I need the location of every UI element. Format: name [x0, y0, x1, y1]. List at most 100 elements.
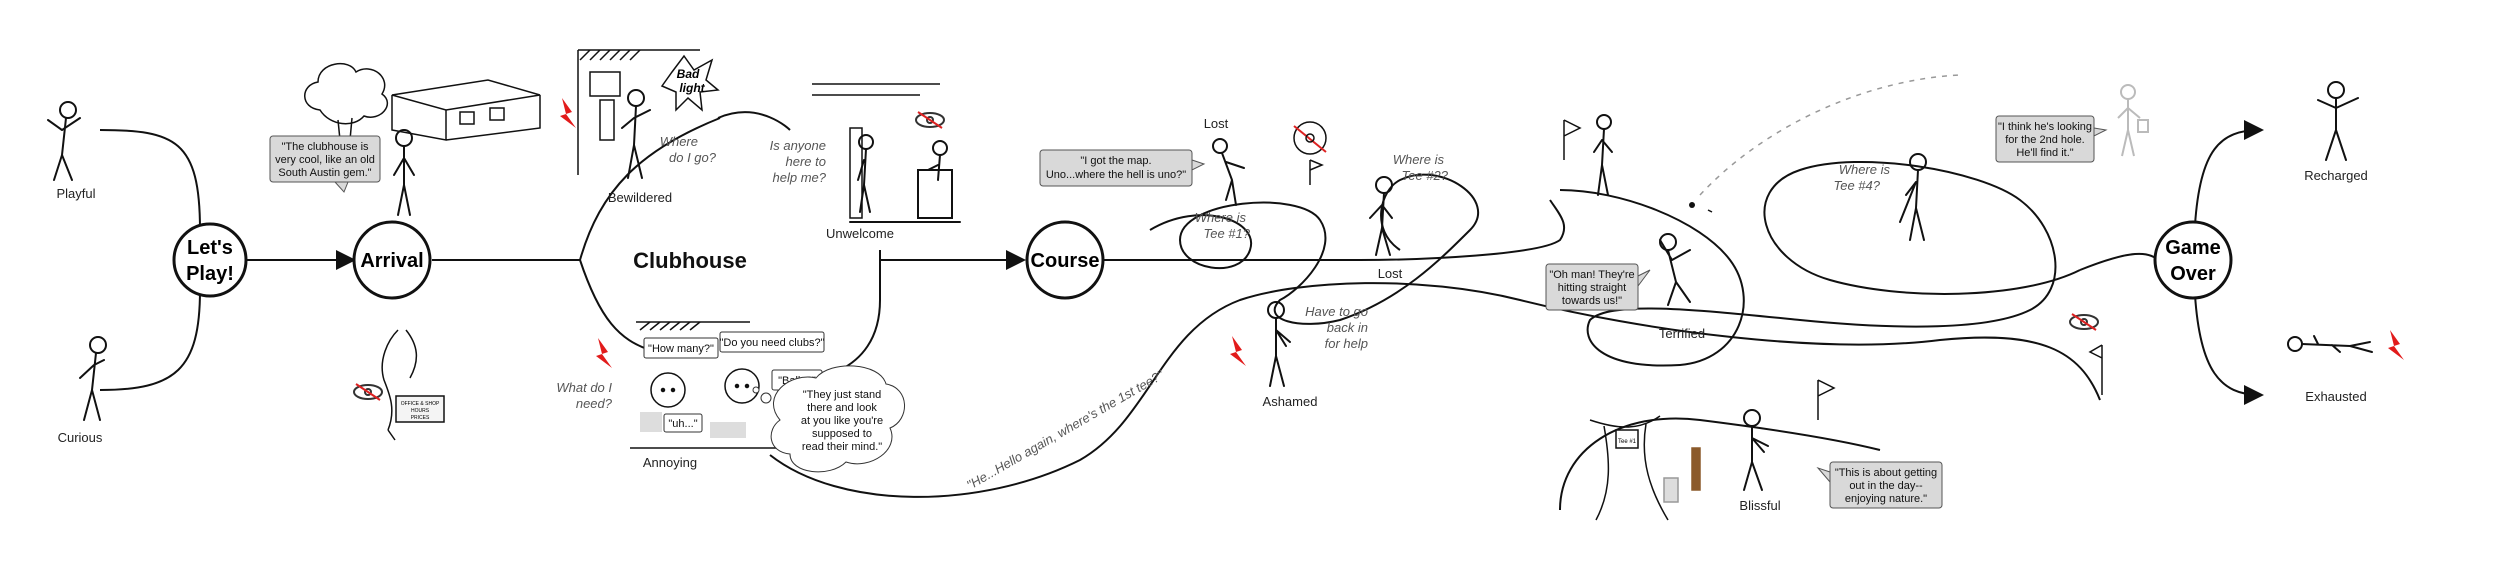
emotion-blissful: Blissful	[1739, 498, 1780, 513]
svg-text:"They just stand: "They just stand	[803, 389, 882, 401]
crossed-eye-icon-3	[2069, 313, 2099, 331]
emotion-playful: Playful	[56, 186, 95, 201]
exhausted-figure	[2287, 335, 2373, 353]
bubble-clubhouse-cool: "The clubhouse is very cool, like an old…	[269, 135, 381, 193]
course-green-1	[1293, 121, 1327, 185]
arrival-label: Arrival	[360, 250, 423, 272]
lets-play-line1: Let's	[187, 237, 233, 259]
bubble-hitting: "Oh man! They're hitting straight toward…	[1545, 263, 1651, 311]
flags	[1563, 119, 2103, 420]
crossed-eye-icons	[353, 111, 2099, 401]
svg-text:enjoying nature.": enjoying nature."	[1845, 493, 1927, 505]
emotion-recharged: Recharged	[2304, 168, 2368, 183]
emotion-lost-2: Lost	[1378, 266, 1403, 281]
lightning-icon-1	[560, 98, 576, 128]
arrival-node: Arrival	[352, 220, 432, 300]
svg-text:for the 2nd hole.: for the 2nd hole.	[2005, 134, 2085, 146]
thought-tee2-1: Where is	[1393, 152, 1445, 167]
bubble-need-clubs: "Do you need clubs?"	[719, 331, 825, 353]
clubhouse-building	[391, 79, 541, 141]
thought-hello-again: "He...Hello again, where's the 1st tee?"	[964, 366, 1167, 492]
bubble-getting-out: "This is about getting out in the day-- …	[1816, 461, 1943, 509]
svg-text:"I think he's looking: "I think he's looking	[1998, 121, 2092, 133]
bubble-looking-2nd: "I think he's looking for the 2nd hole. …	[1995, 115, 2108, 163]
golf-ball	[1689, 202, 1695, 208]
svg-text:read their mind.": read their mind."	[802, 441, 882, 453]
emotion-lost-1: Lost	[1204, 116, 1229, 131]
thought-what-need-1: What do I	[556, 380, 612, 395]
lets-play-node: Let's Play!	[172, 222, 248, 298]
svg-text:"This is about getting: "This is about getting	[1835, 467, 1937, 479]
svg-text:South Austin gem.": South Austin gem."	[278, 167, 371, 179]
svg-text:"Do you need clubs?": "Do you need clubs?"	[719, 337, 824, 349]
bad-light-line1: Bad	[677, 67, 700, 81]
course-to-lost	[1102, 199, 1566, 261]
svg-text:hitting straight: hitting straight	[1558, 282, 1626, 294]
lightning-icon-3	[1230, 336, 1246, 366]
emotion-annoying: Annoying	[643, 455, 697, 470]
trees	[304, 63, 389, 141]
unwelcome-figures	[849, 134, 961, 223]
emotion-terrified: Terrified	[1659, 326, 1705, 341]
hello-again-loop	[769, 282, 2101, 498]
bubble-got-map: "I got the map. Uno...where the hell is …	[1039, 149, 1206, 187]
gameover-to-exhausted	[2194, 294, 2264, 405]
faded-golfer	[2117, 84, 2149, 157]
lets-play-line2: Play!	[186, 263, 234, 285]
svg-text:He'll find it.": He'll find it."	[2016, 147, 2073, 159]
gameover-to-recharged	[2194, 120, 2264, 226]
hours-sign-line1: OFFICE & SHOP	[401, 401, 440, 407]
blissful-flow	[1559, 417, 1881, 511]
green-figure-top	[1593, 114, 1613, 196]
svg-text:"How many?": "How many?"	[648, 343, 714, 355]
bad-light-line2: light	[679, 81, 705, 95]
bubble-stand-there: "They just stand there and look at you l…	[752, 365, 905, 473]
unwelcome-scene	[812, 83, 940, 219]
svg-text:"The clubhouse is: "The clubhouse is	[281, 141, 369, 153]
lightning-icon-2	[596, 338, 612, 368]
arrival-figure	[393, 129, 415, 216]
curious-figure	[79, 336, 107, 421]
thought-tee4-2: Tee #4?	[1833, 178, 1880, 193]
playful-figure	[47, 101, 81, 181]
svg-text:supposed to: supposed to	[812, 428, 872, 440]
thought-what-need-2: need?	[576, 396, 613, 411]
thought-tee4-1: Where is	[1839, 162, 1891, 177]
bubble-uh: "uh..."	[663, 413, 703, 433]
ashamed-figure	[1267, 301, 1291, 387]
svg-text:Uno...where the hell is uno?": Uno...where the hell is uno?"	[1046, 169, 1186, 181]
green-figure	[1899, 153, 1927, 241]
hours-sign-line3: PRICES	[411, 415, 430, 421]
svg-text:very cool, like an old: very cool, like an old	[275, 154, 375, 166]
crossed-eye-icon-2	[915, 111, 945, 129]
thought-anyone-3: help me?	[773, 170, 827, 185]
terrified-loop	[1559, 161, 2081, 367]
course-node: Course	[1025, 220, 1105, 300]
signs: Bad light Tee #1 OFFICE & SHOP HOURS PRI…	[401, 67, 1637, 445]
svg-text:"uh...": "uh..."	[668, 418, 697, 430]
blissful-figure	[1743, 409, 1769, 491]
course-loop-1	[1149, 173, 1479, 325]
green-to-gameover	[2079, 252, 2161, 271]
thought-go-back-1: Have to go	[1305, 304, 1368, 319]
unwelcome-line	[839, 250, 881, 371]
game-over-line2: Over	[2170, 263, 2216, 285]
game-over-line1: Game	[2165, 237, 2221, 259]
thought-anyone-1: Is anyone	[770, 138, 826, 153]
emotion-bewildered: Bewildered	[608, 190, 672, 205]
lost-figure-2	[1369, 176, 1393, 256]
ball-trajectory	[1699, 74, 1961, 196]
bubble-how-many: "How many?"	[643, 337, 719, 359]
bewildered-to-unwelcome	[717, 111, 791, 131]
clubhouse-label: Clubhouse	[633, 248, 747, 273]
emotion-ashamed: Ashamed	[1263, 394, 1318, 409]
thought-tee1-2: Tee #1?	[1203, 226, 1250, 241]
svg-text:"I got the map.: "I got the map.	[1080, 155, 1151, 167]
terrified-figure	[1659, 233, 1691, 306]
game-over-node: Game Over	[2153, 220, 2233, 300]
tee-sign: Tee #1	[1618, 439, 1637, 445]
svg-text:"Oh man! They're: "Oh man! They're	[1549, 269, 1634, 281]
recharged-figure	[2317, 81, 2359, 161]
speech-bubbles: "The clubhouse is very cool, like an old…	[269, 115, 2108, 509]
thought-tee1-1: Where is	[1195, 210, 1247, 225]
